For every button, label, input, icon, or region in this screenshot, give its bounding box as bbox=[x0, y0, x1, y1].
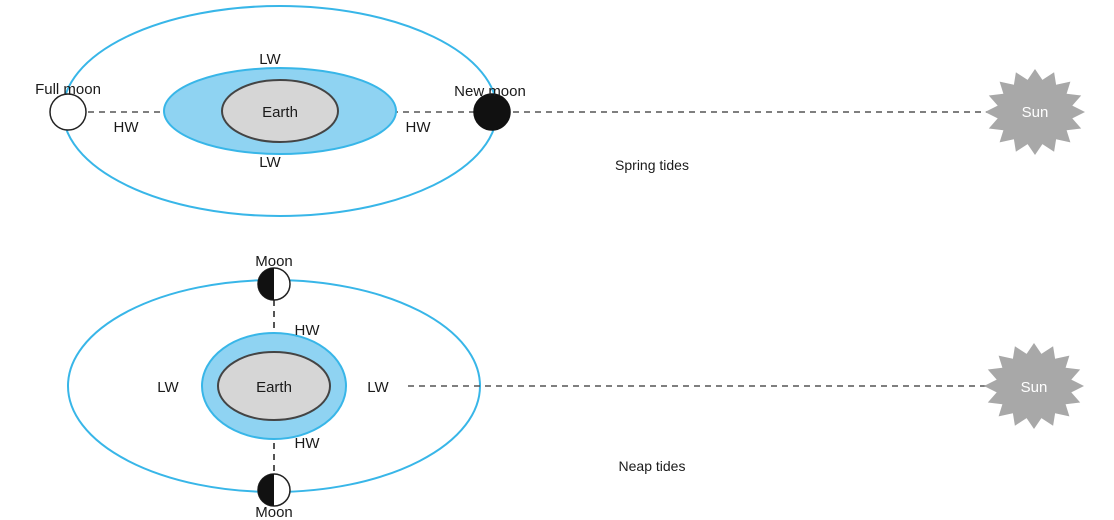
spring-earth bbox=[221, 79, 339, 143]
full-moon-icon bbox=[49, 93, 87, 131]
spring-hw-left-label: HW bbox=[114, 119, 140, 136]
moon-top-half-icon bbox=[257, 267, 291, 301]
moon-bottom-half-icon bbox=[257, 473, 291, 507]
new-moon-label: New moon bbox=[454, 83, 526, 100]
full-moon-label: Full moon bbox=[35, 81, 101, 98]
neap-tides-panel: Earth LW LW HW HW Moon Moon Sun Neap tid… bbox=[67, 253, 1084, 520]
spring-earth-label: Earth bbox=[262, 104, 298, 121]
neap-lw-left-label: LW bbox=[157, 379, 179, 396]
neap-earth bbox=[217, 351, 331, 421]
neap-hw-top-label: HW bbox=[295, 322, 321, 339]
neap-tides-caption: Neap tides bbox=[619, 458, 686, 474]
moon-top-label: Moon bbox=[255, 253, 293, 270]
spring-lw-bottom-label: LW bbox=[259, 154, 281, 171]
neap-sun-label: Sun bbox=[1021, 379, 1048, 396]
neap-sun-icon bbox=[984, 343, 1084, 429]
neap-earth-label: Earth bbox=[256, 379, 292, 396]
spring-hw-right-label: HW bbox=[406, 119, 432, 136]
neap-lw-right-label: LW bbox=[367, 379, 389, 396]
moon-bottom-label: Moon bbox=[255, 504, 293, 520]
spring-lw-top-label: LW bbox=[259, 51, 281, 68]
new-moon-icon bbox=[473, 93, 511, 131]
spring-sun-label: Sun bbox=[1022, 104, 1049, 121]
spring-sun-icon bbox=[985, 69, 1085, 155]
neap-hw-bottom-label: HW bbox=[295, 435, 321, 452]
spring-tides-panel: Earth LW LW HW HW Full moon New moon Sun… bbox=[35, 5, 1085, 217]
spring-tides-caption: Spring tides bbox=[615, 157, 689, 173]
